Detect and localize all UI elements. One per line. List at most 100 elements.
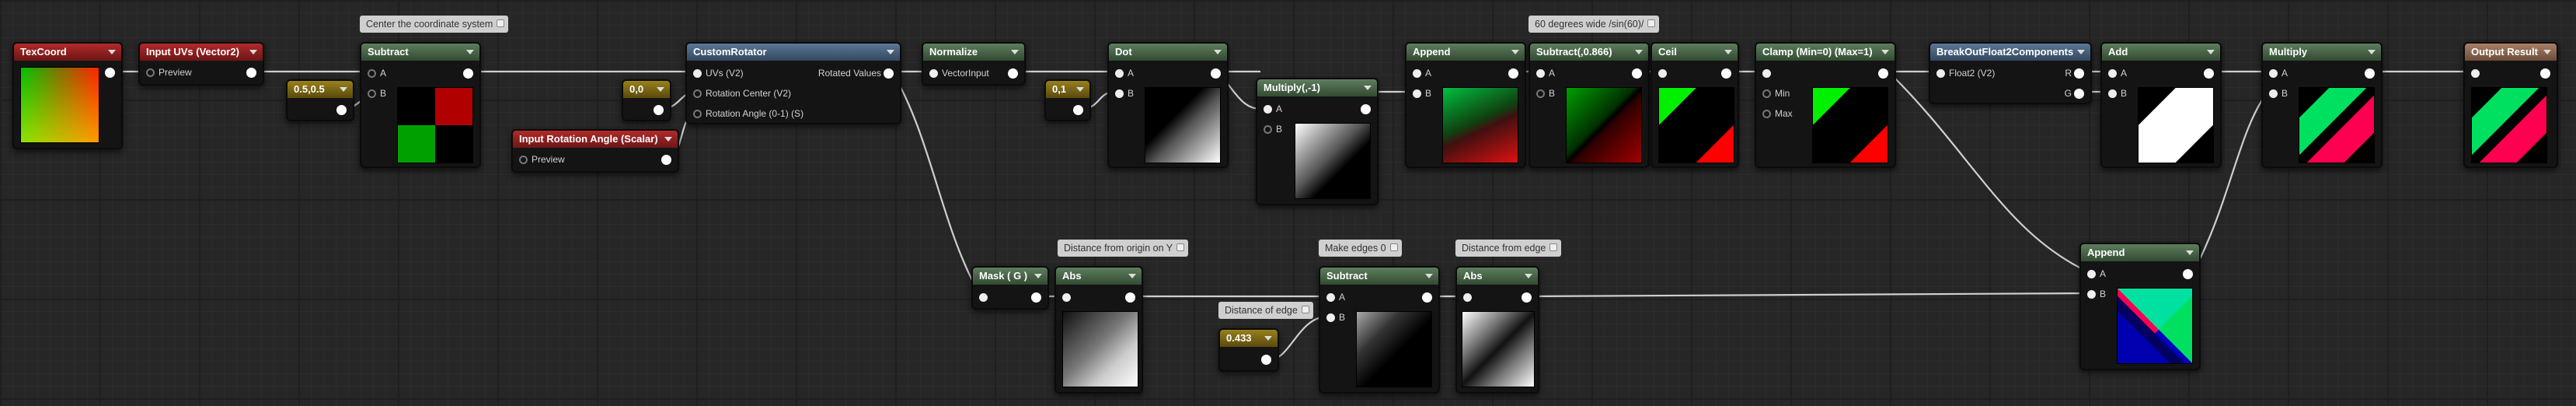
output-pin[interactable] [244,67,256,78]
output-pin[interactable] [1358,103,1371,114]
input-pin-a[interactable]: A [1536,68,1555,79]
input-pin-b[interactable]: B [368,88,386,99]
node-input-uvs[interactable]: Input UVs (Vector2) Preview [138,42,264,86]
input-pin-b[interactable]: B [2269,88,2288,99]
preview-multiply [2299,87,2375,163]
node-subtract[interactable]: Subtract A B [360,42,481,168]
output-pin[interactable] [461,68,473,79]
output-pin[interactable] [651,104,664,115]
input-pin[interactable] [1463,292,1476,303]
input-pin-min[interactable]: Min [1762,88,1790,99]
output-pin[interactable] [2538,68,2550,79]
input-pin-b[interactable]: B [1115,88,1134,99]
output-pin[interactable] [1719,68,1731,79]
pin-label: A [1425,68,1432,79]
preview-multiply-neg1 [1295,123,1371,199]
node-add[interactable]: Add A B [2100,42,2222,168]
comment-center[interactable]: Center the coordinate system [360,16,509,33]
output-pin[interactable] [1208,68,1221,79]
node-multiply[interactable]: Multiply A B [2261,42,2383,168]
comment-dist-origin[interactable]: Distance from origin on Y [1058,240,1189,257]
input-pin[interactable] [979,292,992,303]
node-breakout-float2[interactable]: BreakOutFloat2Components Float2 (V2) R G [1929,42,2092,104]
output-pin-r[interactable]: R [2065,68,2084,79]
output-pin[interactable] [103,67,115,78]
comment-degrees[interactable]: 60 degrees wide /sin(60)/ [1529,16,1660,33]
input-pin-center[interactable]: Rotation Center (V2) [693,88,791,99]
node-abs-edge[interactable]: Abs [1455,266,1539,394]
input-pin-b[interactable]: B [1326,312,1345,323]
node-abs[interactable]: Abs [1054,266,1143,394]
node-texcoord[interactable]: TexCoord [12,42,123,149]
input-pin-a[interactable]: A [1326,292,1345,303]
node-custom-rotator[interactable]: CustomRotator UVs (V2) Rotation Center (… [685,42,901,124]
output-pin[interactable] [2201,68,2214,79]
preview-subtract [397,87,473,163]
input-pin-a[interactable]: A [2087,268,2106,279]
comment-dist-edge[interactable]: Distance from edge [1455,240,1562,257]
output-pin-rotated[interactable]: Rotated Values [818,68,894,79]
output-pin[interactable] [1123,292,1135,303]
preview-append [1442,87,1518,163]
node-clamp[interactable]: Clamp (Min=0) (Max=1) Min Max [1755,42,1896,168]
node-constant-01[interactable]: 0,1 [1044,79,1091,121]
input-pin-a[interactable]: A [1115,68,1134,79]
node-constant-00[interactable]: 0,0 [622,79,671,121]
output-pin[interactable] [659,154,671,165]
input-pin-b[interactable]: B [1264,124,1282,135]
node-append[interactable]: Append A B [1405,42,1526,168]
node-normalize[interactable]: Normalize VectorInput [922,42,1026,86]
input-pin-uvs[interactable]: UVs (V2) [693,68,744,79]
output-pin[interactable] [1630,68,1642,79]
input-pin-b[interactable]: B [1536,88,1555,99]
output-pin[interactable] [1259,354,1271,365]
node-constant-05[interactable]: 0.5,0.5 [286,79,354,121]
node-title: TexCoord [14,44,121,61]
node-constant-0433[interactable]: 0.433 [1218,328,1279,372]
input-pin-preview[interactable]: Preview [146,67,192,78]
output-pin[interactable] [1029,292,1041,303]
node-subtract-edges[interactable]: Subtract A B [1319,266,1440,394]
output-pin[interactable] [1506,68,1518,79]
node-dot[interactable]: Dot A B [1107,42,1229,168]
output-pin[interactable] [2362,68,2375,79]
input-pin-vector[interactable]: VectorInput [929,68,989,79]
comment-dist-of-edge[interactable]: Distance of edge [1218,302,1313,319]
node-output-result[interactable]: Output Result [2463,42,2558,168]
preview-subtract-edges [1356,311,1432,387]
input-pin-float2[interactable]: Float2 (V2) [1936,68,1995,79]
output-pin[interactable] [1519,292,1532,303]
input-pin[interactable] [1762,68,1775,79]
output-pin[interactable] [2180,268,2193,279]
input-pin-a[interactable]: A [2108,68,2127,79]
input-pin[interactable] [1658,68,1671,79]
comment-edges0[interactable]: Make edges 0 [1319,240,1402,257]
node-mask-g[interactable]: Mask ( G ) [971,266,1049,310]
node-ceil[interactable]: Ceil [1651,42,1739,168]
node-multiply-neg1[interactable]: Multiply(,-1) A B [1256,78,1379,205]
output-pin[interactable] [1071,104,1083,115]
input-pin-a[interactable]: A [2269,68,2288,79]
pin-label: A [1276,103,1283,114]
pin-label: A [2100,268,2107,279]
input-pin-b[interactable]: B [1413,88,1431,99]
input-pin[interactable] [1062,292,1075,303]
input-pin[interactable] [2471,68,2484,79]
input-pin-a[interactable]: A [1413,68,1431,79]
node-subtract-0866[interactable]: Subtract(,0.866) A B [1529,42,1650,168]
input-pin-preview[interactable]: Preview [519,154,565,165]
input-pin-a[interactable]: A [368,68,386,79]
output-pin[interactable] [334,104,347,115]
output-pin[interactable] [1876,68,1888,79]
output-pin[interactable] [1420,292,1432,303]
input-pin-a[interactable]: A [1264,103,1282,114]
output-pin[interactable] [1006,68,1018,79]
input-pin-angle[interactable]: Rotation Angle (0-1) (S) [693,108,803,119]
input-pin-b[interactable]: B [2087,289,2106,299]
input-pin-max[interactable]: Max [1762,108,1793,119]
output-pin-g[interactable]: G [2065,88,2085,99]
node-append-final[interactable]: Append A B [2079,243,2201,370]
node-input-rotation[interactable]: Input Rotation Angle (Scalar) Preview [511,129,679,173]
input-pin-b[interactable]: B [2108,88,2127,99]
